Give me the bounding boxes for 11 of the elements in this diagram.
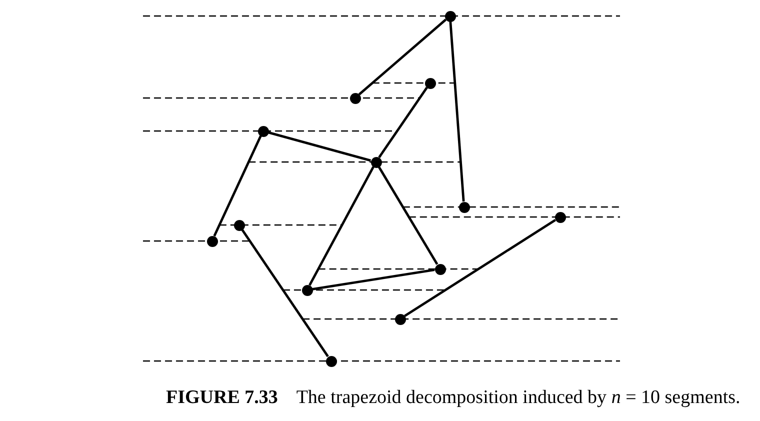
line-segment <box>378 86 428 158</box>
line-segment <box>268 131 372 162</box>
line-segment <box>404 218 556 318</box>
line-segment <box>213 135 262 237</box>
line-segment <box>449 21 465 202</box>
line-segment <box>308 166 374 286</box>
line-segment <box>241 228 329 358</box>
line-segment <box>358 18 447 96</box>
line-segment <box>312 268 435 290</box>
line-segment <box>378 166 438 265</box>
figure-caption: FIGURE 7.33 The trapezoid decomposition induced by n = 10 segments. <box>166 386 740 410</box>
